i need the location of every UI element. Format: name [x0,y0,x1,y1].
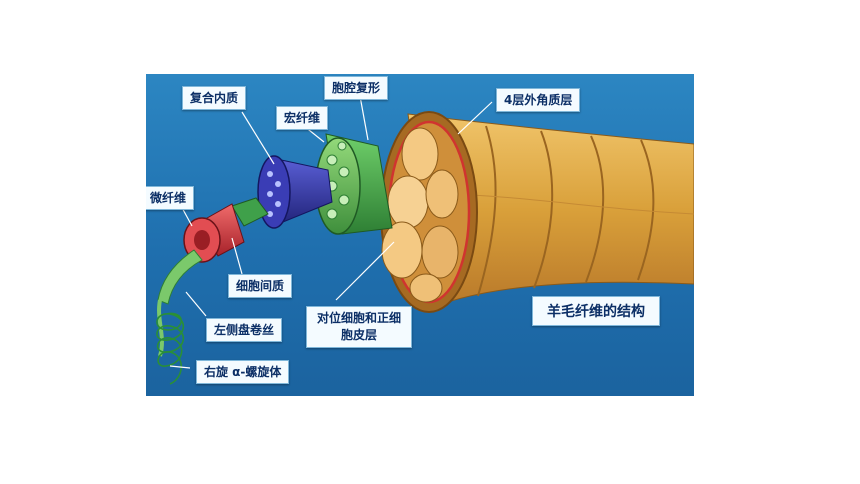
label-ortho-para-cortex-line1: 对位细胞和正细 [316,311,401,325]
wool-fiber-illustration [156,95,694,385]
macrofibril [315,133,393,235]
label-cell-lumen: 胞腔复形 [324,76,389,100]
label-ortho-para-cortex-line2: 胞皮层 [340,328,377,342]
diagram-title: 羊毛纤维的结构 [532,296,660,326]
connector-segment [231,197,269,227]
label-macrofibril: 宏纤维 [276,106,329,130]
cortex-cross-section [380,111,478,313]
diagram-panel: 复合内质 胞腔复形 宏纤维 4层外角质层 微纤维 细胞间质 左侧盘卷丝 对位细胞… [146,74,694,396]
label-left-coil: 左侧盘卷丝 [206,318,283,342]
matrix-bundle [257,155,333,229]
label-alpha-helix: 右旋 α-螺旋体 [196,360,290,384]
cuticle-sheath [407,113,694,307]
leader-lines [169,95,493,369]
label-compound-matrix: 复合内质 [182,86,247,110]
label-microfibril: 微纤维 [146,186,195,210]
label-intercellular: 细胞间质 [228,274,293,298]
label-ortho-para-cortex: 对位细胞和正细 胞皮层 [306,306,412,348]
alpha-helix-spiral [156,312,185,385]
label-cuticle-layers: 4层外角质层 [496,88,581,112]
